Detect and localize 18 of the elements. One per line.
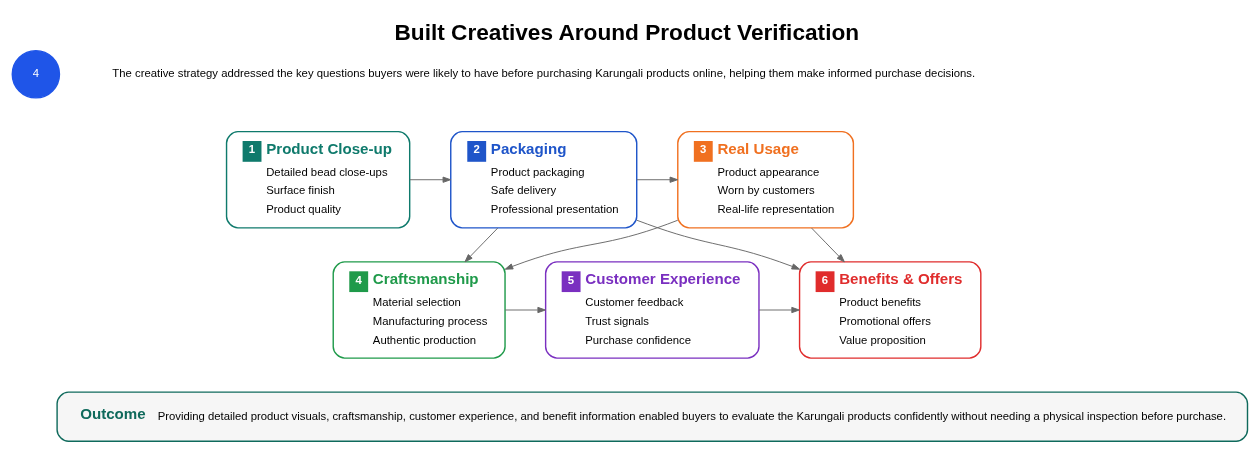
node-box: Outcome Providing detailed product visuals, craftsmanship, customer experience, and benefit information enabled buyers to evaluate the Karungali products confidently without needing a physical inspection before purchase.	[56, 391, 1249, 442]
label: 4	[32, 67, 40, 80]
diagram-title: Built Creatives Around Product Verification	[394, 18, 860, 45]
node-box: 6 Benefits & Offers Product benefits Promotional offers Value proposition	[798, 261, 982, 359]
arrow	[504, 306, 546, 314]
arrow	[811, 227, 845, 263]
arrow	[464, 227, 499, 263]
arrow	[409, 176, 452, 183]
node-box: 1 Product Close-up Detailed bead close-ups Surface finish Product quality	[225, 130, 411, 229]
arrow	[636, 176, 679, 183]
arrow	[758, 306, 800, 314]
node-box: 2 Packaging Product packaging Safe delivery Professional presentation	[450, 130, 638, 229]
node-box: 5 Customer Experience Customer feedback Trust signals Purchase confidence	[544, 261, 760, 359]
node-box: 3 Real Usage Product appearance Worn by customers Real-life representation	[677, 130, 855, 229]
arrow	[504, 219, 679, 270]
label: The creative strategy addressed the key questions buyers were likely to have before purchasing Karungali products online, helping them make informed purchase decisions.	[112, 67, 976, 80]
node-box: 4 Craftsmanship Material selection Manufacturing process Authentic production	[332, 261, 506, 359]
arrow	[636, 219, 801, 270]
